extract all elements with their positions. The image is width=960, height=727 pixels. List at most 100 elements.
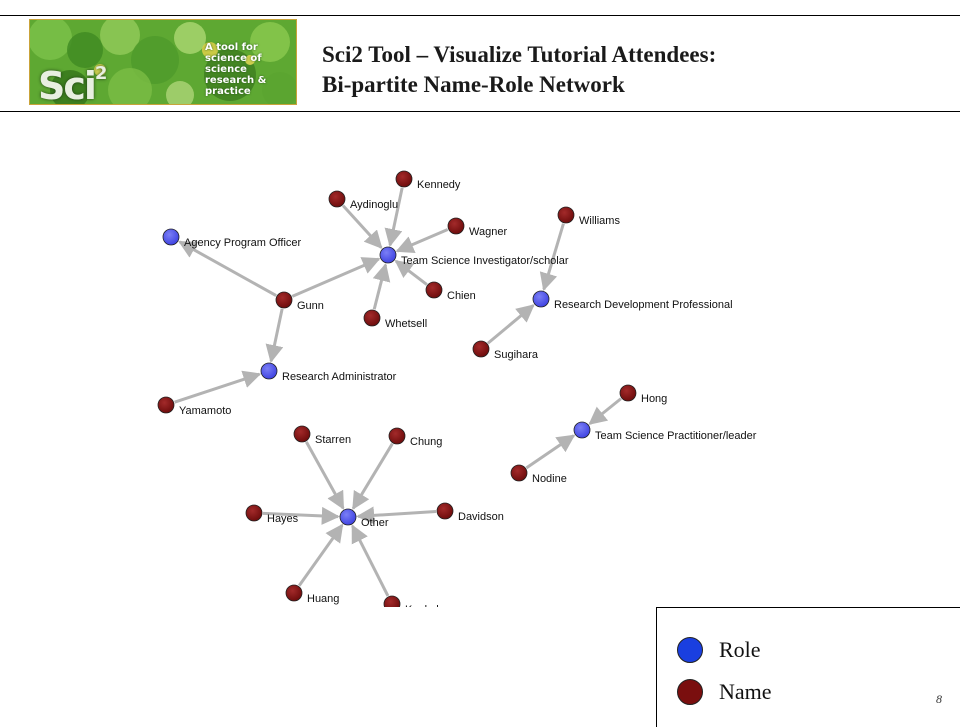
legend-role: Role [677, 636, 761, 664]
edge-whetsell-to-tsi [372, 262, 391, 310]
logo-mark: Sci2 [38, 63, 107, 105]
edge-aydinoglu-to-tsi [341, 204, 383, 249]
node-label-chung: Chung [410, 436, 442, 448]
name-swatch [677, 679, 703, 705]
node-label-konkol: Konkol [405, 604, 439, 607]
name-node-circle [328, 190, 346, 208]
node-sugihara: Sugihara [472, 340, 539, 361]
node-huang: Huang [285, 584, 339, 605]
node-label-yamamoto: Yamamoto [179, 405, 231, 417]
node-nodine: Nodine [510, 464, 567, 485]
role-node-circle [339, 508, 357, 526]
edge-gunn-to-agency [178, 240, 277, 297]
header-bottom-rule [0, 111, 960, 112]
title-line-2: Bi-partite Name-Role Network [322, 72, 625, 97]
edge-sugihara-to-rdp [486, 304, 535, 345]
role-node-circle [162, 228, 180, 246]
logo-background [30, 20, 296, 104]
node-label-chien: Chien [447, 290, 476, 302]
name-node-circle [425, 281, 443, 299]
page-number: 8 [936, 692, 942, 706]
node-label-sugihara: Sugihara [494, 349, 539, 361]
node-kennedy: Kennedy [395, 170, 461, 191]
node-label-williams: Williams [579, 215, 620, 227]
node-label-davidson: Davidson [458, 511, 504, 523]
sci2-logo: A tool for science of science research &… [29, 19, 297, 105]
node-agency: Agency Program Officer [162, 228, 302, 249]
name-node-circle [363, 309, 381, 327]
name-node-circle [388, 427, 406, 445]
name-node-circle [383, 595, 401, 607]
edge-gunn-to-tsi [291, 257, 381, 298]
name-node-circle [395, 170, 413, 188]
node-label-hayes: Hayes [267, 513, 299, 525]
legend-name: Name [677, 678, 772, 706]
node-gunn: Gunn [275, 291, 324, 312]
node-davidson: Davidson [436, 502, 504, 523]
legend-name-label: Name [719, 679, 772, 704]
network-edges [174, 187, 622, 597]
node-label-whetsell: Whetsell [385, 318, 427, 330]
edge-davidson-to-other [356, 506, 437, 525]
node-label-rdp: Research Development Professional [554, 299, 733, 311]
name-node-circle [157, 396, 175, 414]
name-node-circle [619, 384, 637, 402]
node-tsp: Team Science Practitioner/leader [573, 421, 757, 442]
header-top-rule [0, 15, 960, 16]
node-label-aydinoglu: Aydinoglu [350, 199, 398, 211]
name-node-circle [472, 340, 490, 358]
edge-kennedy-to-tsi [384, 187, 404, 247]
edge-gunn-to-radmin [265, 308, 284, 363]
node-whetsell: Whetsell [363, 309, 427, 330]
node-label-agency: Agency Program Officer [184, 237, 302, 249]
edge-yamamoto-to-radmin [174, 370, 262, 404]
node-label-other: Other [361, 517, 389, 529]
title-line-1: Sci2 Tool – Visualize Tutorial Attendees… [322, 42, 717, 67]
node-wagner: Wagner [447, 217, 507, 238]
node-label-gunn: Gunn [297, 300, 324, 312]
edge-williams-to-rdp [539, 223, 565, 292]
name-node-circle [557, 206, 575, 224]
node-label-tsi: Team Science Investigator/scholar [401, 255, 569, 267]
node-label-huang: Huang [307, 593, 339, 605]
node-rdp: Research Development Professional [532, 290, 733, 311]
node-label-wagner: Wagner [469, 226, 507, 238]
name-node-circle [245, 504, 263, 522]
node-label-hong: Hong [641, 393, 667, 405]
edge-konkol-to-other [351, 524, 390, 597]
node-chien: Chien [425, 281, 476, 302]
edge-chien-to-tsi [394, 259, 428, 286]
page-title: Sci2 Tool – Visualize Tutorial Attendees… [322, 40, 942, 100]
role-node-circle [260, 362, 278, 380]
name-node-circle [285, 584, 303, 602]
node-label-nodine: Nodine [532, 473, 567, 485]
edge-wagner-to-tsi [395, 228, 449, 254]
node-yamamoto: Yamamoto [157, 396, 231, 417]
name-node-circle [436, 502, 454, 520]
logo-tagline: A tool for science of science research &… [205, 42, 267, 97]
legend-role-label: Role [719, 637, 761, 662]
edge-chung-to-other [351, 442, 394, 510]
node-label-radmin: Research Administrator [282, 371, 397, 383]
edge-hong-to-tsp [588, 397, 622, 425]
node-tsi: Team Science Investigator/scholar [379, 246, 569, 267]
name-node-circle [275, 291, 293, 309]
legend: Role Name [656, 607, 960, 727]
node-starren: Starren [293, 425, 351, 446]
node-hong: Hong [619, 384, 667, 405]
edge-hayes-to-other [262, 506, 340, 525]
role-node-circle [379, 246, 397, 264]
role-swatch [677, 637, 703, 663]
node-label-kennedy: Kennedy [417, 179, 461, 191]
role-node-circle [532, 290, 550, 308]
edge-starren-to-other [305, 441, 345, 510]
node-aydinoglu: Aydinoglu [328, 190, 398, 211]
name-node-circle [510, 464, 528, 482]
node-label-tsp: Team Science Practitioner/leader [595, 430, 757, 442]
name-node-circle [447, 217, 465, 235]
node-konkol: Konkol [383, 595, 439, 607]
node-chung: Chung [388, 427, 442, 448]
node-radmin: Research Administrator [260, 362, 397, 383]
